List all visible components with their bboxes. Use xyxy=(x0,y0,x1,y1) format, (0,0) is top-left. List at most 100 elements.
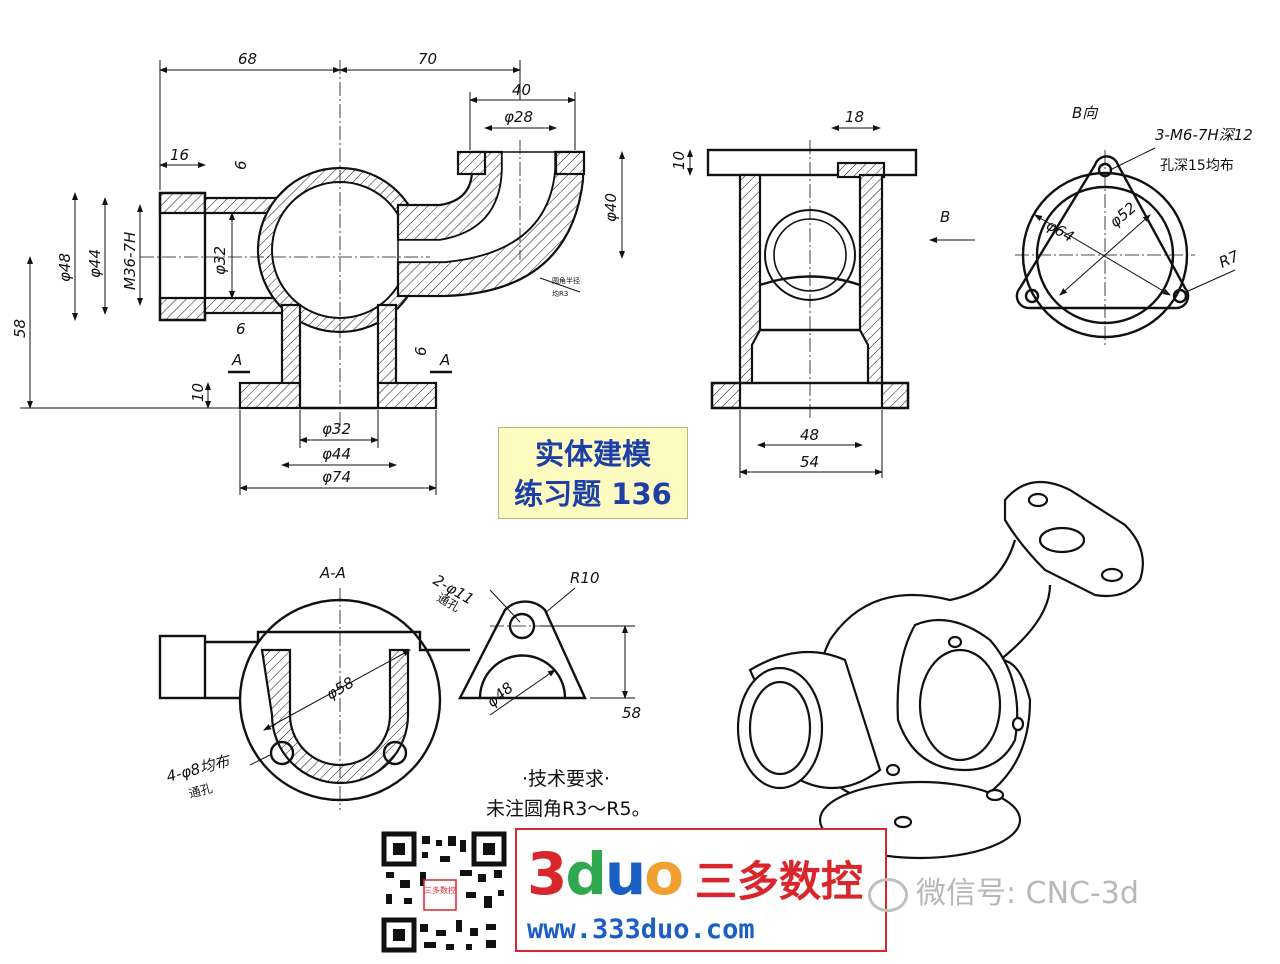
leader-note-2: 均R3 xyxy=(552,289,568,298)
left-boss-outline xyxy=(158,191,207,322)
dim-70: 70 xyxy=(418,50,437,68)
technical-requirements: ·技术要求· 未注圆角R3～R5。 xyxy=(486,764,651,824)
dim-side-18: 18 xyxy=(845,108,864,126)
aa-phi48: φ48 xyxy=(483,679,517,711)
aa-hole-left xyxy=(269,740,295,766)
side-right-wall xyxy=(858,173,910,410)
top-flange-right xyxy=(554,150,586,176)
section-label-a-left: A xyxy=(231,351,242,369)
dim-68: 68 xyxy=(238,50,257,68)
dim-b-phi44: φ44 xyxy=(322,445,351,463)
tech-req-text: 未注圆角R3～R5。 xyxy=(486,798,651,820)
leader-thread xyxy=(1109,147,1156,171)
iso-base-hole-1 xyxy=(893,815,913,829)
aa-holes4-note-2: 通孔 xyxy=(187,781,214,801)
brand-logo: 3duo xyxy=(527,840,684,908)
leader-r10 xyxy=(544,587,576,614)
b-view: B向 3-M6-7H深12 孔深15均布 φ64 φ52 R7 xyxy=(1015,104,1253,345)
iso-top-bore xyxy=(1038,526,1086,554)
dim-6-left: 6 xyxy=(236,320,246,338)
iso-side-port xyxy=(918,648,1002,762)
bottom-flange-left xyxy=(238,381,302,410)
dim-phi32: φ32 xyxy=(211,246,229,275)
aa-triangle-flange xyxy=(458,600,587,700)
b-view-triangle-flange xyxy=(1015,155,1190,310)
aa-r10: R10 xyxy=(570,569,600,587)
front-view: 68 70 40 φ28 16 6 φ48 φ44 M36-7H φ32 φ40… xyxy=(11,50,625,495)
leader-note-1: 圆角半径 xyxy=(552,276,580,285)
brand-url: www.333duo.com xyxy=(527,914,755,945)
b-view-r7: R7 xyxy=(1216,247,1242,272)
pipe-bottom-wall xyxy=(203,296,287,315)
bottom-flange-right xyxy=(376,381,438,410)
aa-title: A-A xyxy=(319,564,346,582)
dim-m36: M36-7H xyxy=(121,232,139,290)
dim-6-right: 6 xyxy=(412,346,430,356)
b-view-thread-note-2: 孔深15均布 xyxy=(1160,158,1234,174)
iso-base-hole-2 xyxy=(985,788,1005,802)
dim-phi28: φ28 xyxy=(504,108,533,126)
left-boss-bottom-wall xyxy=(158,296,207,322)
logo-char-d: d xyxy=(565,840,607,908)
wechat-label: 微信号: CNC-3d xyxy=(916,876,1139,911)
b-view-hole-left xyxy=(1024,288,1040,304)
title-line-2: 练习题 136 xyxy=(514,477,672,511)
exercise-title-box: 实体建模 练习题 136 xyxy=(498,427,688,519)
leader-line xyxy=(539,277,581,293)
dim-side-54: 54 xyxy=(800,453,819,471)
aa-holes4-note: 4-φ8均布 xyxy=(164,751,233,786)
title-line-1: 实体建模 xyxy=(534,437,651,471)
b-view-hole-right xyxy=(1172,288,1188,304)
leader-r7 xyxy=(1185,269,1236,293)
side-top-flange xyxy=(706,148,918,177)
dim-side-48: 48 xyxy=(800,426,819,444)
aa-triangle-arc xyxy=(478,654,567,699)
dim-40: 40 xyxy=(512,81,531,99)
iso-boss-hole-2 xyxy=(1011,716,1025,732)
aa-left-boss xyxy=(158,634,207,700)
dim-side-10: 10 xyxy=(670,151,688,170)
aa-top-outline xyxy=(205,630,470,652)
dim-58: 58 xyxy=(11,319,29,338)
dim-b-phi74: φ74 xyxy=(322,468,351,486)
wechat-watermark: 微信号: CNC-3d xyxy=(868,868,1139,912)
leader-4phi8 xyxy=(249,754,271,766)
qr-badge-text: 三多数控 xyxy=(424,885,456,895)
b-view-thread-note: 3-M6-7H深12 xyxy=(1155,126,1253,144)
iso-top-hole-2 xyxy=(1100,567,1124,583)
dim-6-top: 6 xyxy=(232,160,250,170)
dim-phi44: φ44 xyxy=(86,249,104,278)
tech-req-heading: ·技术要求· xyxy=(522,768,611,790)
dim-10: 10 xyxy=(189,383,207,402)
dim-line-phi52 xyxy=(1059,214,1151,296)
wechat-icon xyxy=(868,877,908,912)
logo-char-u: u xyxy=(604,840,646,908)
brand-banner: 3duo 三多数控 www.333duo.com xyxy=(515,828,887,952)
leader-2phi11 xyxy=(489,589,521,623)
side-view: 18 10 48 54 B xyxy=(670,108,975,478)
dim-line-aa-phi48 xyxy=(489,669,556,716)
view-b-label: B xyxy=(940,208,950,226)
aa-hole-right xyxy=(382,740,408,766)
isometric-view xyxy=(736,480,1144,860)
iso-boss-hole-1 xyxy=(947,635,963,649)
iso-top-hole-1 xyxy=(1027,492,1049,508)
dim-line-phi58 xyxy=(263,649,411,731)
logo-char-o: o xyxy=(644,840,684,908)
stem-right-wall xyxy=(376,303,398,387)
section-label-a-right: A xyxy=(439,351,450,369)
b-view-phi52: φ52 xyxy=(1106,199,1140,231)
side-left-wall xyxy=(710,173,762,410)
aa-58: 58 xyxy=(622,704,641,722)
dim-b-phi32: φ32 xyxy=(322,420,351,438)
stem-left-wall xyxy=(280,303,302,387)
brand-name: 三多数控 xyxy=(695,857,864,906)
b-view-title: B向 xyxy=(1072,104,1099,122)
iso-boss-hole-3 xyxy=(885,763,901,777)
dim-phi40: φ40 xyxy=(602,193,620,222)
left-boss-top-wall xyxy=(158,191,207,215)
top-flange-left xyxy=(456,150,487,176)
dim-phi48: φ48 xyxy=(56,253,74,282)
